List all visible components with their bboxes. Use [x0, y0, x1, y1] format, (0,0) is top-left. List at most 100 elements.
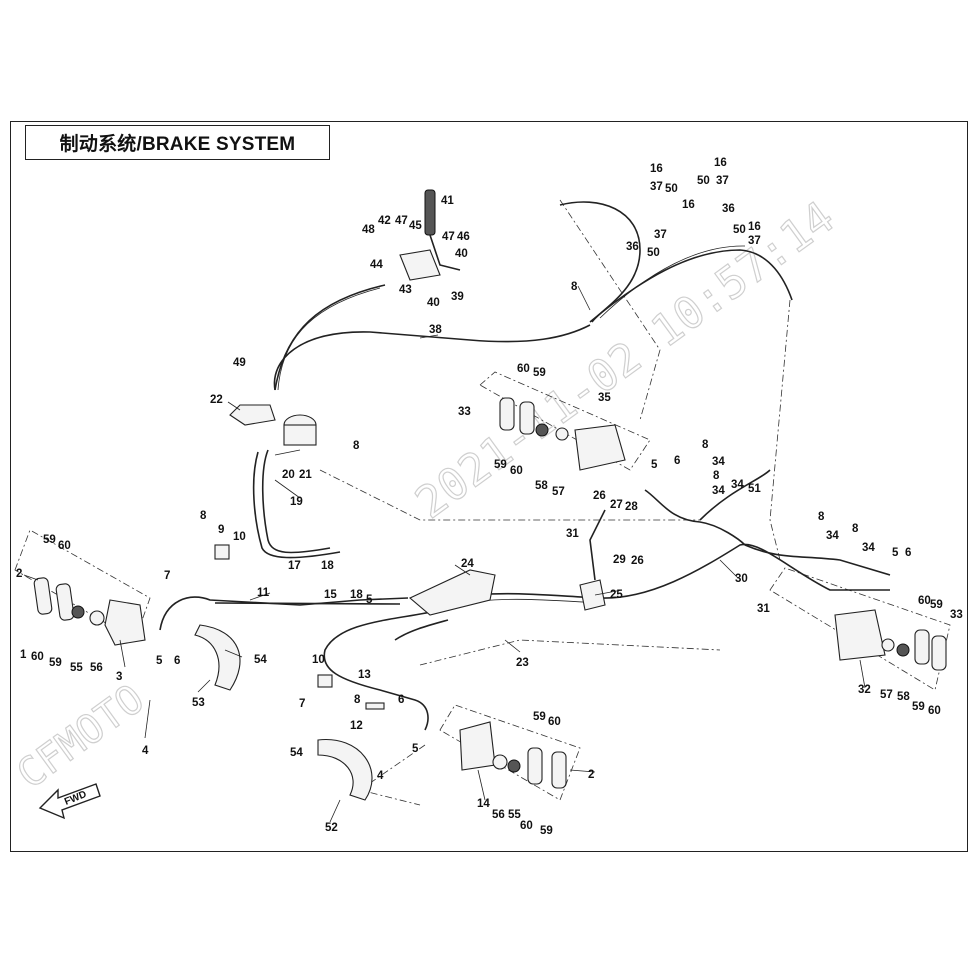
part-label: 3 — [116, 671, 122, 683]
part-label: 27 — [610, 499, 623, 511]
fwd-arrow-icon: FWD — [38, 783, 101, 820]
part-label: 60 — [58, 540, 71, 552]
part-label: 37 — [716, 175, 729, 187]
part-label: 34 — [862, 542, 875, 554]
part-label: 37 — [748, 235, 761, 247]
part-label: 47 — [442, 231, 455, 243]
part-label: 6 — [905, 547, 911, 559]
clip-lower — [317, 674, 333, 688]
part-label: 50 — [665, 183, 678, 195]
part-label: 5 — [366, 594, 373, 606]
part-label: 7 — [299, 698, 305, 710]
part-label: 47 — [395, 215, 408, 227]
part-label: 29 — [613, 554, 626, 566]
part-label: 33 — [458, 406, 471, 418]
part-label: 59 — [533, 367, 546, 379]
part-label: 38 — [429, 324, 442, 336]
part-label: 2 — [588, 769, 594, 781]
part-label: 59 — [43, 534, 56, 546]
part-label: 58 — [535, 480, 548, 492]
part-label: 56 — [492, 809, 505, 821]
part-label: 21 — [299, 469, 312, 481]
part-label: 16 — [748, 221, 761, 233]
part-label: 25 — [610, 589, 623, 601]
part-label: 4 — [377, 770, 384, 782]
part-label: 12 — [350, 720, 363, 732]
part-label: 60 — [31, 651, 44, 663]
part-label: 8 — [702, 439, 709, 451]
part-label: 7 — [164, 570, 170, 582]
part-label: 6 — [398, 694, 404, 706]
part-label: 5 — [412, 743, 419, 755]
part-label: 9 — [218, 524, 224, 536]
part-label: 26 — [593, 490, 606, 502]
part-number-labels: 1 2 2 3 4 4 5 5 5 5 5 6 6 6 6 7 7 8 8 8 … — [16, 157, 963, 837]
part-label: 8 — [571, 281, 578, 293]
part-label: 34 — [826, 530, 839, 542]
master-cylinder — [408, 569, 496, 616]
part-label: 59 — [930, 599, 943, 611]
part-label: 59 — [540, 825, 553, 837]
part-label: 5 — [892, 547, 899, 559]
part-label: 51 — [748, 483, 761, 495]
front-left-dust-shield — [194, 624, 241, 691]
part-label: 32 — [858, 684, 871, 696]
diagram-frame — [10, 121, 968, 852]
part-label: 31 — [757, 603, 770, 615]
part-label: 44 — [370, 259, 383, 271]
page-title: 制动系统/BRAKE SYSTEM — [59, 134, 296, 155]
part-label: 40 — [455, 248, 468, 260]
part-label: 49 — [233, 357, 246, 369]
part-label: 19 — [290, 496, 303, 508]
part-label: 8 — [852, 523, 859, 535]
part-label: 60 — [517, 363, 530, 375]
part-label: 5 — [651, 459, 658, 471]
part-label: 55 — [508, 809, 521, 821]
part-label: 26 — [631, 555, 644, 567]
part-label: 13 — [358, 669, 371, 681]
part-label: 45 — [409, 220, 422, 232]
title-box: 制动系统/BRAKE SYSTEM — [25, 125, 330, 160]
part-label: 60 — [520, 820, 533, 832]
part-label: 60 — [928, 705, 941, 717]
part-label: 39 — [451, 291, 464, 303]
part-label: 16 — [650, 163, 663, 175]
part-label: 4 — [142, 745, 149, 757]
part-label: 17 — [288, 560, 301, 572]
part-label: 59 — [494, 459, 507, 471]
part-label: 54 — [290, 747, 303, 759]
clip-upper — [214, 544, 230, 560]
brake-pedal-pad — [579, 579, 606, 611]
part-label: 50 — [647, 247, 660, 259]
part-label: 59 — [533, 711, 546, 723]
part-label: 14 — [477, 798, 490, 810]
part-label: 31 — [566, 528, 579, 540]
part-label: 34 — [712, 485, 725, 497]
part-label: 34 — [731, 479, 744, 491]
part-label: 37 — [650, 181, 663, 193]
part-label: 50 — [697, 175, 710, 187]
part-label: 23 — [516, 657, 529, 669]
part-label: 6 — [174, 655, 180, 667]
rear-right-caliper — [834, 609, 886, 661]
part-label: 60 — [548, 716, 561, 728]
part-label: 41 — [441, 195, 454, 207]
part-label: 2 — [16, 568, 22, 580]
part-label: 11 — [257, 587, 270, 599]
parts: FWD — [33, 189, 947, 820]
part-label: 54 — [254, 654, 267, 666]
part-label: 60 — [510, 465, 523, 477]
part-label: 42 — [378, 215, 391, 227]
part-label: 5 — [156, 655, 163, 667]
part-label: 8 — [818, 511, 825, 523]
part-label: 52 — [325, 822, 338, 834]
part-label: 36 — [722, 203, 735, 215]
part-label: 15 — [324, 589, 337, 601]
part-label: 18 — [350, 589, 363, 601]
part-label: 56 — [90, 662, 103, 674]
part-label: 28 — [625, 501, 638, 513]
part-label: 36 — [626, 241, 639, 253]
front-left-caliper — [104, 599, 146, 646]
leader-lines — [23, 285, 866, 823]
part-label: 55 — [70, 662, 83, 674]
